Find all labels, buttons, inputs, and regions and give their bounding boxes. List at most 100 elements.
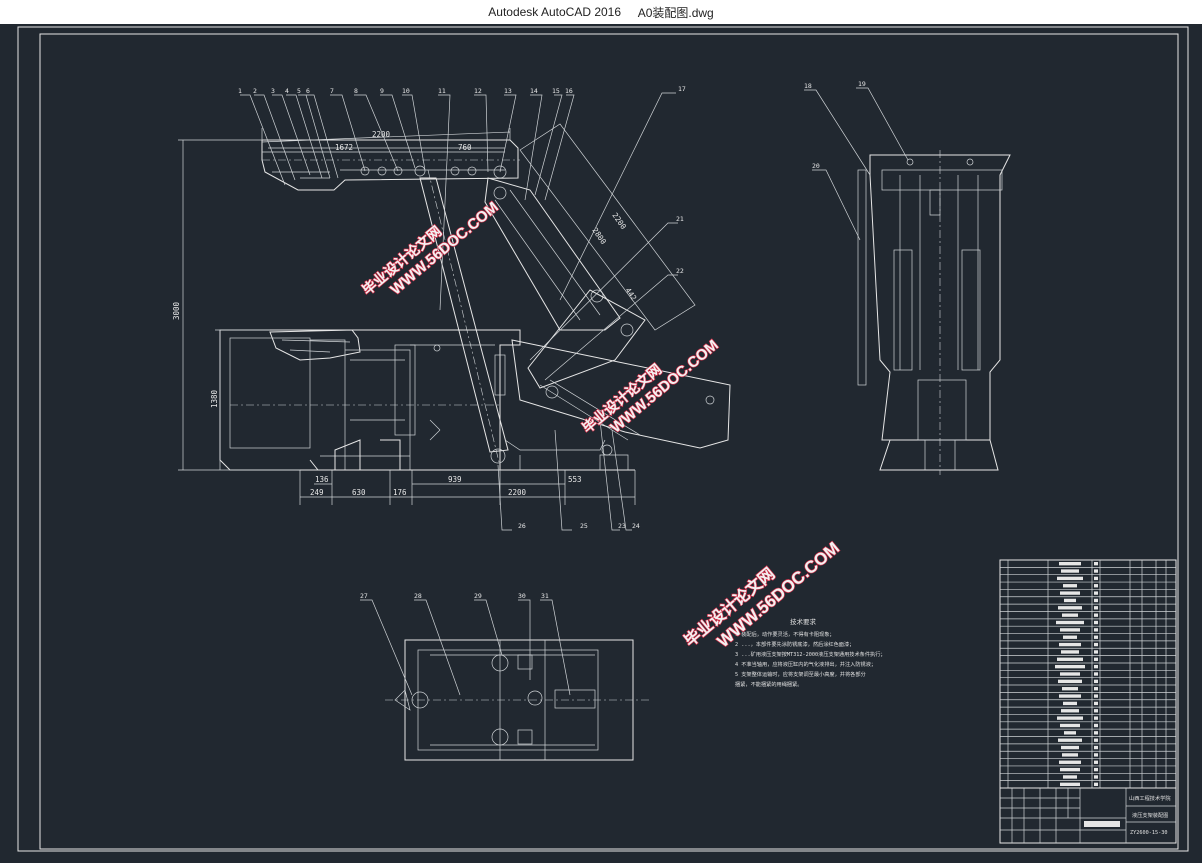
bom-cell-qty (1094, 576, 1098, 581)
bom-cell-text (1061, 709, 1079, 713)
watermark-1: 毕业设计论文网 WWW.56DOC.COM (358, 198, 502, 299)
bom-cell-qty (1094, 562, 1098, 566)
bom-cell-text (1060, 782, 1080, 786)
bom-cell-qty (1094, 753, 1098, 757)
tech-req-line-5: 5 支架整体运输时，应将支架调至最小高度，并将各部分 (735, 670, 866, 678)
balloon-19: 19 (858, 80, 866, 88)
bom-cell-text (1060, 767, 1080, 772)
dim-176: 176 (393, 488, 407, 497)
bom-cell-qty (1094, 716, 1098, 720)
bom-cell-qty (1094, 591, 1098, 595)
bom-cell-qty (1094, 650, 1098, 654)
bom-cell-qty (1094, 760, 1098, 764)
bom-cell-text (1063, 775, 1077, 779)
bom-cell-qty (1094, 620, 1098, 625)
bom-cell-text (1058, 606, 1082, 610)
balloon-8: 8 (354, 87, 358, 95)
bom-cell-text (1057, 657, 1083, 661)
balloon-30: 30 (518, 592, 526, 600)
balloon-29: 29 (474, 592, 482, 600)
tech-req-line-3: 3 ...矿用液压支架按MT312-2000液压支架通用技术条件执行； (735, 650, 886, 658)
title-block: 山西工程技术学院 液压支架装配图 ZY2600-15-30 (999, 787, 1177, 844)
balloon-15: 15 (552, 87, 560, 95)
dim-2200-diag: 2200 (610, 211, 628, 231)
bom-cell-qty (1094, 606, 1098, 610)
dim-939: 939 (448, 475, 462, 484)
balloon-7: 7 (330, 87, 334, 95)
balloon-26: 26 (518, 522, 526, 530)
balloon-6: 6 (306, 87, 310, 95)
bom-cell-qty (1094, 767, 1098, 772)
bom-cell-text (1064, 598, 1076, 603)
tech-req-line-6: 捆紧，不能捆紧的用绳捆紧。 (735, 680, 802, 688)
bom-cell-qty (1094, 723, 1098, 728)
technical-requirements: 技术要求 1 装配后，动作要灵活，不得有卡阻现象； 2 ...，本部件要先涂防锈… (735, 617, 886, 688)
title-bar: Autodesk AutoCAD 2016 A0装配图.dwg (0, 0, 1202, 25)
title-drawing-name: 液压支架装配图 (1132, 811, 1168, 819)
balloon-31: 31 (541, 592, 549, 600)
balloon-17: 17 (678, 85, 686, 93)
bom-cell-text (1055, 664, 1085, 669)
bom-cell-qty (1094, 694, 1098, 698)
bom-cell-text (1062, 613, 1078, 617)
dim-1380: 1380 (210, 389, 219, 408)
plan-view: 27 28 29 30 31 (360, 592, 650, 761)
bom-cell-qty (1094, 701, 1098, 706)
bom-cell-qty (1094, 687, 1098, 691)
tech-req-line-1: 1 装配后，动作要灵活，不得有卡阻现象； (735, 630, 835, 638)
balloon-11: 11 (438, 87, 446, 95)
bom-cell-qty (1094, 731, 1098, 735)
balloon-12: 12 (474, 87, 482, 95)
balloon-2: 2 (253, 87, 257, 95)
bom-cell-qty (1094, 598, 1098, 603)
bom-cell-text (1061, 569, 1079, 573)
bom-cell-qty (1094, 613, 1098, 617)
bom-cell-text (1063, 584, 1077, 588)
outer-border (17, 26, 1189, 852)
bom-cell-text (1057, 576, 1083, 581)
balloon-9: 9 (380, 87, 384, 95)
bom-cell-text (1060, 672, 1080, 676)
balloon-labels-top: 1 2 3 4 5 6 7 8 9 10 11 12 13 14 15 16 1… (238, 85, 686, 95)
bom-cell-qty (1094, 782, 1098, 786)
balloon-27: 27 (360, 592, 368, 600)
bom-cell-qty (1094, 657, 1098, 661)
balloon-10: 10 (402, 87, 410, 95)
parts-list (999, 559, 1177, 789)
bom-cell-qty (1094, 584, 1098, 588)
balloon-5: 5 (297, 87, 301, 95)
document-title: A0装配图.dwg (637, 5, 714, 20)
bom-cell-qty (1094, 679, 1098, 684)
balloon-labels-bottom: 23 24 25 26 (497, 419, 640, 531)
bom-cell-text (1056, 620, 1084, 625)
bom-cell-text (1060, 723, 1080, 728)
drawing-canvas[interactable]: 2200 1672 760 2800 2200 442 (0, 24, 1202, 858)
bom-cell-text (1057, 716, 1083, 720)
bom-cell-text (1061, 650, 1079, 654)
dim-2200-top: 2200 (372, 130, 391, 139)
main-elevation-view: 2200 1672 760 2800 2200 442 (172, 123, 731, 505)
dim-760: 760 (458, 143, 472, 152)
dim-2200-bottom: 2200 (508, 488, 527, 497)
inner-border (39, 33, 1179, 850)
dim-249: 249 (310, 488, 324, 497)
balloon-14: 14 (530, 87, 538, 95)
balloon-23: 23 (618, 522, 626, 530)
tech-req-line-2: 2 ...，本部件要先涂防锈底漆，然后涂红色面漆； (735, 640, 854, 648)
dim-630: 630 (352, 488, 366, 497)
bom-cell-qty (1094, 709, 1098, 713)
balloon-1: 1 (238, 87, 242, 95)
balloon-24: 24 (632, 522, 640, 530)
bom-cell-qty (1094, 672, 1098, 676)
balloon-28: 28 (414, 592, 422, 600)
balloon-13: 13 (504, 87, 512, 95)
bom-cell-text (1062, 753, 1078, 757)
balloon-20: 20 (812, 162, 820, 170)
dim-136: 136 (315, 475, 329, 484)
balloon-21: 21 (676, 215, 684, 223)
bom-cell-text (1062, 687, 1078, 691)
dim-3000: 3000 (172, 301, 181, 320)
title-drawing-number: ZY2600-15-30 (1130, 830, 1167, 836)
leader-lines-top (240, 92, 678, 381)
dim-553: 553 (568, 475, 582, 484)
